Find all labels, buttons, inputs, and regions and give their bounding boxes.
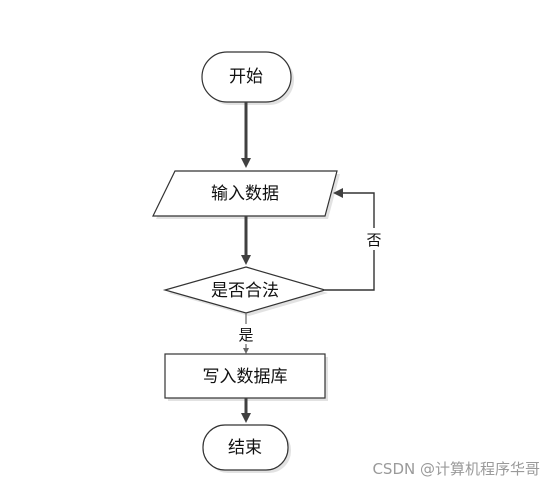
yes-label-bg <box>234 324 258 344</box>
write-node-label: 写入数据库 <box>203 367 288 387</box>
start-node-label: 开始 <box>229 67 263 87</box>
no-label: 否 <box>366 231 381 249</box>
end-node-label: 结束 <box>228 438 262 458</box>
no-label-bg <box>362 228 386 250</box>
yes-label: 是 <box>238 326 253 344</box>
end-node: 结束 <box>202 424 291 473</box>
start-node: 开始 <box>201 51 294 105</box>
decision-node-label: 是否合法 <box>211 281 279 301</box>
decision-node: 是否合法 <box>162 266 328 316</box>
input-node: 输入数据 <box>152 170 340 219</box>
input-node-label: 输入数据 <box>211 184 279 204</box>
write-node: 写入数据库 <box>164 353 328 401</box>
watermark: CSDN @计算机程序华哥 <box>372 460 540 478</box>
